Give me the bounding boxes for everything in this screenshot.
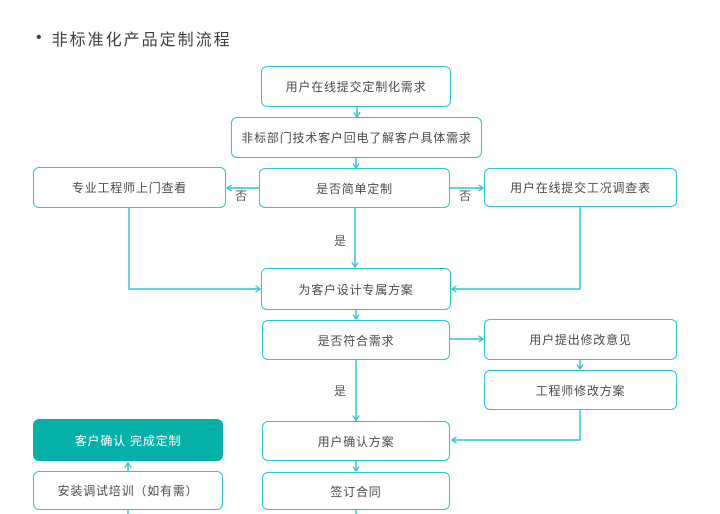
edge-label-yes-design: 是 bbox=[334, 234, 347, 248]
title-text: 非标准化产品定制流程 bbox=[51, 32, 232, 49]
page-title: • 非标准化产品定制流程 bbox=[36, 26, 232, 50]
flow-node-complete-highlight: 客户确认 完成定制 bbox=[33, 419, 223, 461]
flow-node-revise-plan: 工程师修改方案 bbox=[484, 370, 677, 410]
flow-node-install-training: 安装调试培训（如有需） bbox=[33, 471, 223, 510]
flow-node-submit-requirement: 用户在线提交定制化需求 bbox=[261, 66, 451, 107]
flow-node-feedback: 用户提出修改意见 bbox=[484, 319, 677, 360]
edge-label-no-left: 否 bbox=[235, 189, 248, 203]
connector-visit-design bbox=[128, 208, 262, 293]
flow-node-meets-decision: 是否符合需求 bbox=[262, 320, 450, 360]
connector-survey-design bbox=[450, 207, 581, 293]
flow-node-callback: 非标部门技术客户回电了解客户具体需求 bbox=[231, 117, 482, 158]
flow-node-simple-decision: 是否简单定制 bbox=[259, 168, 450, 208]
edge-label-yes-confirm: 是 bbox=[334, 384, 347, 398]
flow-node-sign-contract: 签订合同 bbox=[262, 472, 450, 510]
flow-node-survey-form: 用户在线提交工况调查表 bbox=[484, 168, 677, 207]
flow-node-design-plan: 为客户设计专属方案 bbox=[261, 268, 451, 310]
edge-label-no-right: 否 bbox=[459, 189, 472, 203]
flow-node-engineer-visit: 专业工程师上门查看 bbox=[33, 167, 226, 208]
flow-node-confirm-plan: 用户确认方案 bbox=[262, 421, 450, 461]
title-bullet: • bbox=[36, 29, 42, 46]
connector-revise-confirm bbox=[450, 410, 581, 444]
